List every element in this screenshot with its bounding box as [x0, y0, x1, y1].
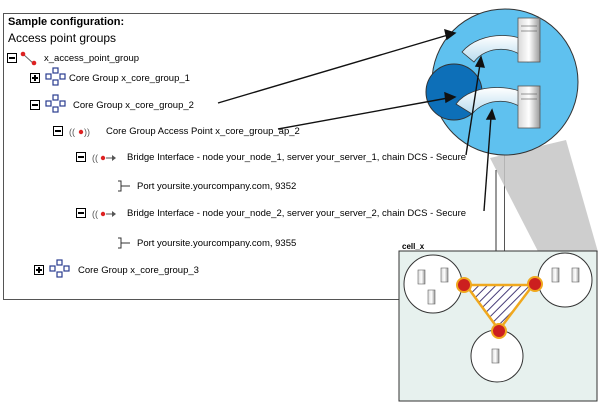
connector-bottom — [491, 323, 507, 339]
access-point-icon: (()) — [69, 127, 90, 137]
group2-collapse-toggle[interactable] — [30, 100, 40, 110]
tree-bridge1-label[interactable]: Bridge Interface - node your_node_1, ser… — [127, 152, 467, 163]
core-group-icon — [45, 67, 66, 86]
connector-right — [527, 276, 543, 292]
cell-node-circle-right — [537, 252, 593, 308]
root-collapse-toggle[interactable] — [7, 53, 17, 63]
tree-root-label[interactable]: x_access_point_group — [44, 53, 140, 64]
diagram-subtitle: Access point groups — [8, 31, 117, 45]
pointer-arrows — [217, 28, 496, 212]
connector-left — [456, 277, 472, 293]
cell-label: cell_x — [402, 242, 425, 251]
group1-expand-toggle[interactable] — [30, 73, 40, 83]
bridge-interface-icon: (( — [92, 209, 116, 219]
bridge1-collapse-toggle[interactable] — [76, 152, 86, 162]
port-icon — [118, 180, 130, 192]
core-group-triangle — [463, 283, 536, 333]
access-point-collapse-toggle[interactable] — [53, 126, 63, 136]
tree-group1-label[interactable]: Core Group x_core_group_1 — [69, 73, 190, 84]
zoom-server-icon — [517, 17, 541, 129]
core-group-icon — [49, 259, 70, 278]
svg-text:)): )) — [84, 127, 90, 137]
bridge-interface-icon: (( — [92, 153, 116, 163]
bridge2-collapse-toggle[interactable] — [76, 208, 86, 218]
tree-bridge2-label[interactable]: Bridge Interface - node your_node_2, ser… — [127, 208, 467, 219]
tree-group2-label[interactable]: Core Group x_core_group_2 — [73, 100, 194, 111]
core-group-icon — [45, 94, 66, 113]
cell-server-icon — [417, 267, 580, 364]
port-icon — [118, 237, 130, 249]
access-point-group-icon — [20, 51, 37, 66]
group3-expand-toggle[interactable] — [34, 265, 44, 275]
svg-text:((: (( — [92, 209, 98, 219]
tree-group3-label[interactable]: Core Group x_core_group_3 — [78, 265, 199, 276]
tree-port1-label[interactable]: Port yoursite.yourcompany.com, 9352 — [137, 181, 297, 192]
diagram-title: Sample configuration: — [8, 16, 125, 28]
tree-access-point-label[interactable]: Core Group Access Point x_core_group_ap_… — [106, 126, 300, 137]
tree-port2-label[interactable]: Port yoursite.yourcompany.com, 9355 — [137, 238, 297, 249]
svg-text:((: (( — [69, 127, 75, 137]
zoom-cone — [490, 140, 598, 265]
svg-text:((: (( — [92, 153, 98, 163]
